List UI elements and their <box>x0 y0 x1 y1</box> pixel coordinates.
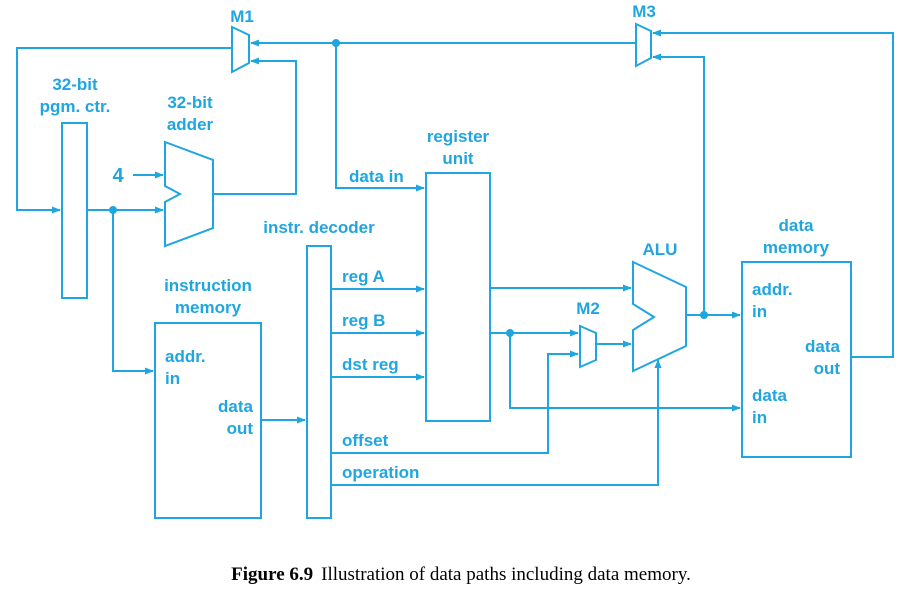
pc-label-line1: 32-bit <box>52 75 98 94</box>
operation-label: operation <box>342 463 419 482</box>
reg-b-label: reg B <box>342 311 385 330</box>
figure-number: Figure 6.9 <box>231 564 314 585</box>
mux-m2 <box>579 324 597 369</box>
dmem-label-line1: data <box>779 216 815 235</box>
imem-data-label-line2: out <box>227 419 254 438</box>
dmem-addr-label-line2: in <box>752 302 767 321</box>
offset-label: offset <box>342 431 389 450</box>
imem-label-line1: instruction <box>164 276 252 295</box>
register-unit <box>425 172 491 422</box>
imem-addr-label-line1: addr. <box>165 347 206 366</box>
instruction-memory <box>154 322 262 519</box>
dmem-data-out-label-line1: data <box>805 337 841 356</box>
dmem-addr-label-line1: addr. <box>752 280 793 299</box>
dmem-label-line2: memory <box>763 238 830 257</box>
reg-a-label: reg A <box>342 267 385 286</box>
figure-caption: Figure 6.9 Illustration of data paths inc… <box>0 564 922 586</box>
wire-alu-to-m3 <box>652 53 705 315</box>
data-memory <box>741 261 852 458</box>
dmem-data-in-label-line2: in <box>752 408 767 427</box>
m1-label: M1 <box>230 7 254 26</box>
data-in-label: data in <box>349 167 404 186</box>
dst-reg-label: dst reg <box>342 355 399 374</box>
register-unit-label-line2: unit <box>442 149 473 168</box>
junction-m3-bus <box>332 39 340 47</box>
adder-label-line2: adder <box>167 115 214 134</box>
dmem-data-out-label-line2: out <box>814 359 841 378</box>
wire-dmem-to-m3 <box>652 29 894 358</box>
wire-m1-to-pc <box>16 47 232 214</box>
instruction-decoder <box>306 245 332 519</box>
alu <box>632 260 687 373</box>
datapath-diagram: M1 M3 M2 32-bit pgm. ctr. 32-bit adder 4… <box>16 2 894 519</box>
m3-label: M3 <box>632 2 656 21</box>
imem-data-label-line1: data <box>218 397 254 416</box>
mux-m1 <box>231 25 250 74</box>
adder-label-line1: 32-bit <box>167 93 213 112</box>
mux-m3 <box>635 22 652 68</box>
wire-adder-to-m1 <box>213 57 297 195</box>
junction-pc <box>109 206 117 214</box>
alu-label: ALU <box>643 240 678 259</box>
m2-label: M2 <box>576 299 600 318</box>
dmem-data-in-label-line1: data <box>752 386 788 405</box>
constant-four: 4 <box>112 165 124 187</box>
instr-decoder-label: instr. decoder <box>263 218 375 237</box>
pc-label-line2: pgm. ctr. <box>40 97 111 116</box>
imem-addr-label-line2: in <box>165 369 180 388</box>
wire-pc-to-imem <box>112 210 154 375</box>
adder <box>164 140 214 248</box>
figure-caption-text: Illustration of data paths including dat… <box>321 564 691 585</box>
wire-bus-to-datain <box>335 43 425 192</box>
wire-offset-to-m2 <box>331 350 579 454</box>
junction-regb <box>506 329 514 337</box>
imem-label-line2: memory <box>175 298 242 317</box>
program-counter <box>61 122 88 299</box>
wire-operation-to-alu <box>331 359 662 486</box>
register-unit-label-line1: register <box>427 127 490 146</box>
junction-alu <box>700 311 708 319</box>
wire-regb-to-dmem <box>509 333 741 412</box>
